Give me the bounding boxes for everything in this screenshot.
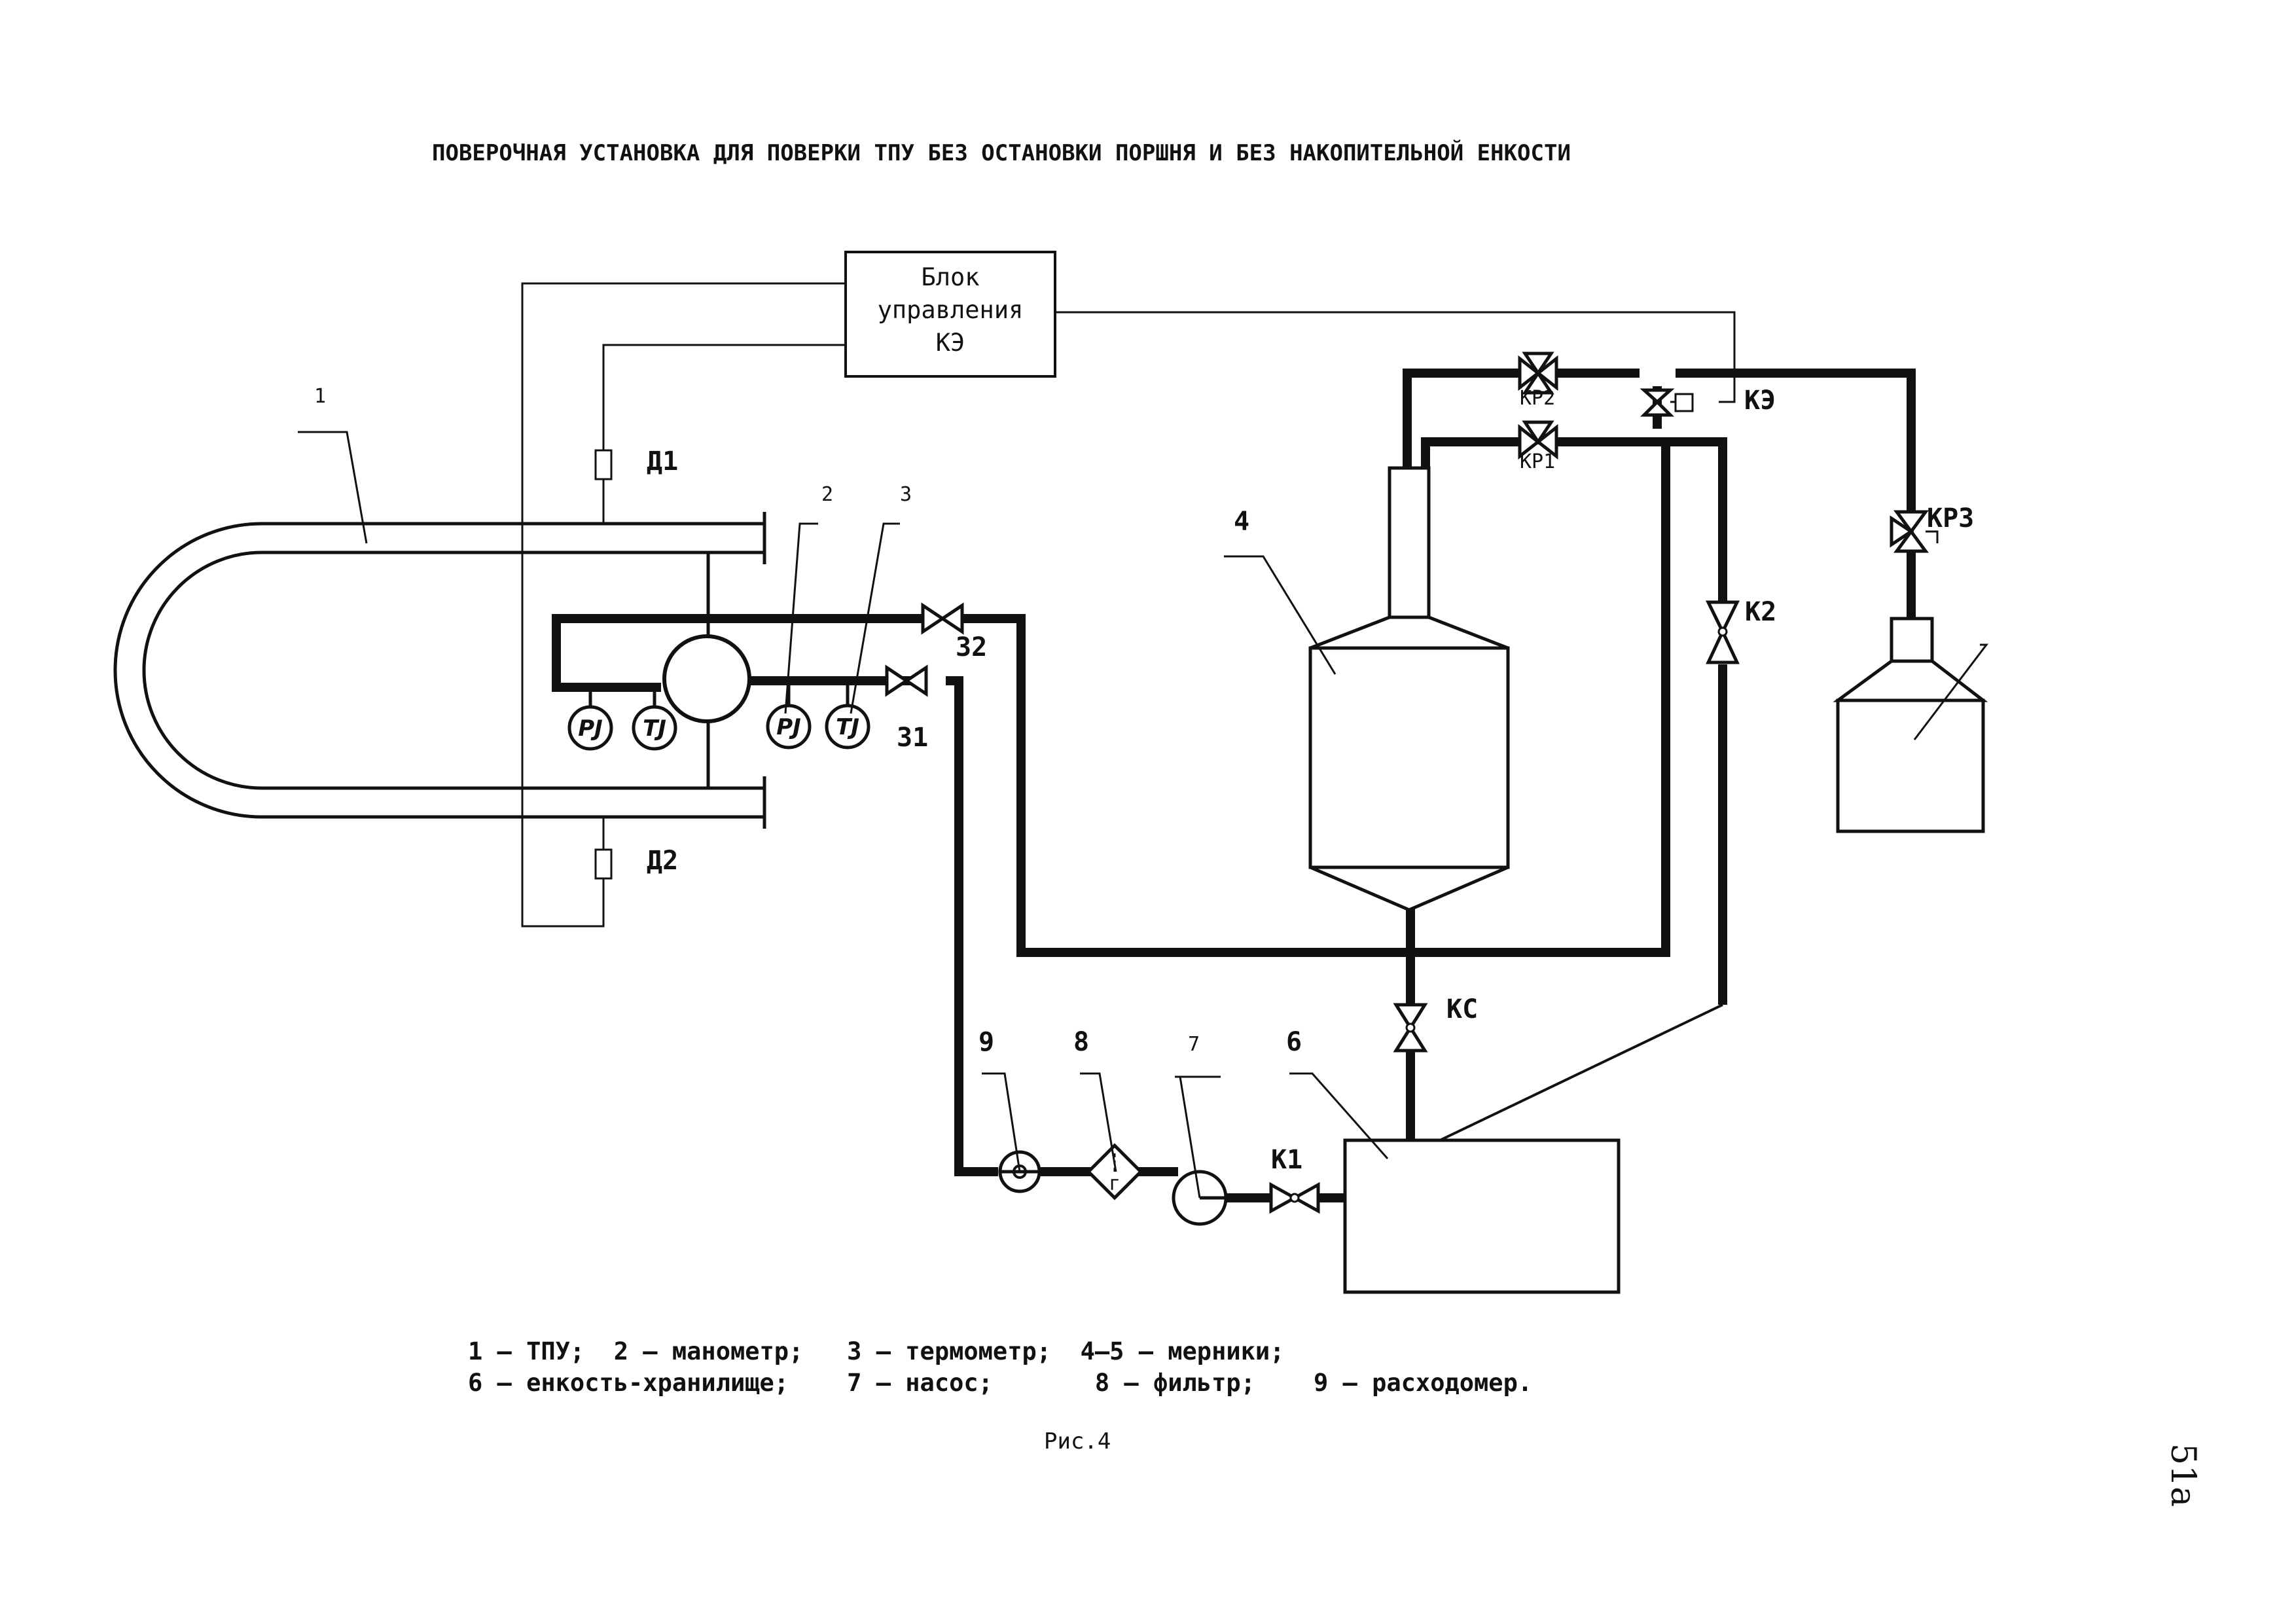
pressure-gauge-right: PJ bbox=[766, 704, 812, 749]
label-kr3: КР3 bbox=[1927, 503, 1974, 533]
valve-z1 bbox=[885, 664, 928, 697]
thermometer-left: TJ bbox=[632, 705, 677, 751]
signal-wiring bbox=[521, 282, 1736, 928]
label-k1: К1 bbox=[1271, 1145, 1302, 1175]
filter-8: г bbox=[1086, 1143, 1143, 1200]
diagram-title: ПОВЕРОЧНАЯ УСТАНОВКА ДЛЯ ПОВЕРКИ ТПУ БЕЗ… bbox=[432, 139, 1571, 166]
valve-ks bbox=[1393, 1003, 1428, 1053]
detector-d2 bbox=[594, 848, 613, 880]
svg-text:TJ: TJ bbox=[836, 714, 859, 740]
measuring-tank-4 bbox=[1308, 466, 1510, 912]
callout-7: 7 bbox=[1188, 1033, 1200, 1056]
process-pipes bbox=[946, 369, 1916, 1202]
valve-kr3 bbox=[1890, 510, 1939, 553]
label-ks: КС bbox=[1446, 994, 1478, 1024]
legend-line-1: 1 – ТПУ; 2 – манометр; 3 – термометр; 4–… bbox=[468, 1337, 1284, 1365]
control-block-line1: Блок bbox=[921, 263, 979, 291]
valve-ke bbox=[1640, 388, 1694, 417]
control-block bbox=[844, 251, 1056, 378]
pressure-gauge-left: PJ bbox=[567, 705, 613, 751]
callout-3: 3 bbox=[900, 483, 912, 506]
callout-6: 6 bbox=[1286, 1027, 1302, 1057]
detector-d1-label: Д1 bbox=[647, 446, 678, 477]
callout-8: 8 bbox=[1073, 1027, 1089, 1057]
thermometer-right: TJ bbox=[825, 704, 870, 749]
callout-9: 9 bbox=[978, 1027, 994, 1057]
detector-d1 bbox=[594, 449, 613, 480]
valve-kr2 bbox=[1518, 352, 1558, 395]
valve-k1 bbox=[1269, 1182, 1320, 1214]
svg-text:г: г bbox=[1109, 1172, 1121, 1195]
label-z1: З1 bbox=[897, 723, 928, 753]
label-kr1: КР1 bbox=[1520, 450, 1555, 473]
figure-caption: Рис.4 bbox=[1044, 1428, 1111, 1454]
control-block-line3: КЭ bbox=[936, 329, 965, 357]
valve-kr1 bbox=[1518, 420, 1558, 460]
page-number: 51а bbox=[2163, 1443, 2202, 1507]
detector-d2-label: Д2 bbox=[647, 846, 678, 876]
label-z2: З2 bbox=[956, 632, 987, 662]
svg-text:PJ: PJ bbox=[578, 715, 603, 742]
instrument-stems bbox=[588, 681, 850, 707]
label-k2: К2 bbox=[1745, 597, 1776, 627]
callout-1: 1 bbox=[314, 385, 326, 408]
svg-text:PJ: PJ bbox=[776, 714, 801, 740]
label-kr2: КР2 bbox=[1520, 387, 1555, 410]
storage-tank-6 bbox=[1343, 1138, 1621, 1294]
valve-z2 bbox=[921, 602, 964, 635]
measuring-tank-5 bbox=[1833, 617, 1988, 833]
prover-sphere bbox=[662, 634, 751, 723]
svg-text:TJ: TJ bbox=[643, 715, 666, 742]
label-ke: КЭ bbox=[1744, 386, 1776, 416]
valve-k2 bbox=[1705, 600, 1740, 664]
callout-4: 4 bbox=[1234, 507, 1249, 537]
leader-lines bbox=[298, 431, 1989, 1199]
control-block-line2: управления bbox=[878, 296, 1024, 324]
callout-2: 2 bbox=[821, 483, 833, 506]
legend-line-2: 6 – енкость-хранилище; 7 – насос; 8 – фи… bbox=[468, 1369, 1532, 1397]
prover-u-loop bbox=[113, 512, 766, 829]
